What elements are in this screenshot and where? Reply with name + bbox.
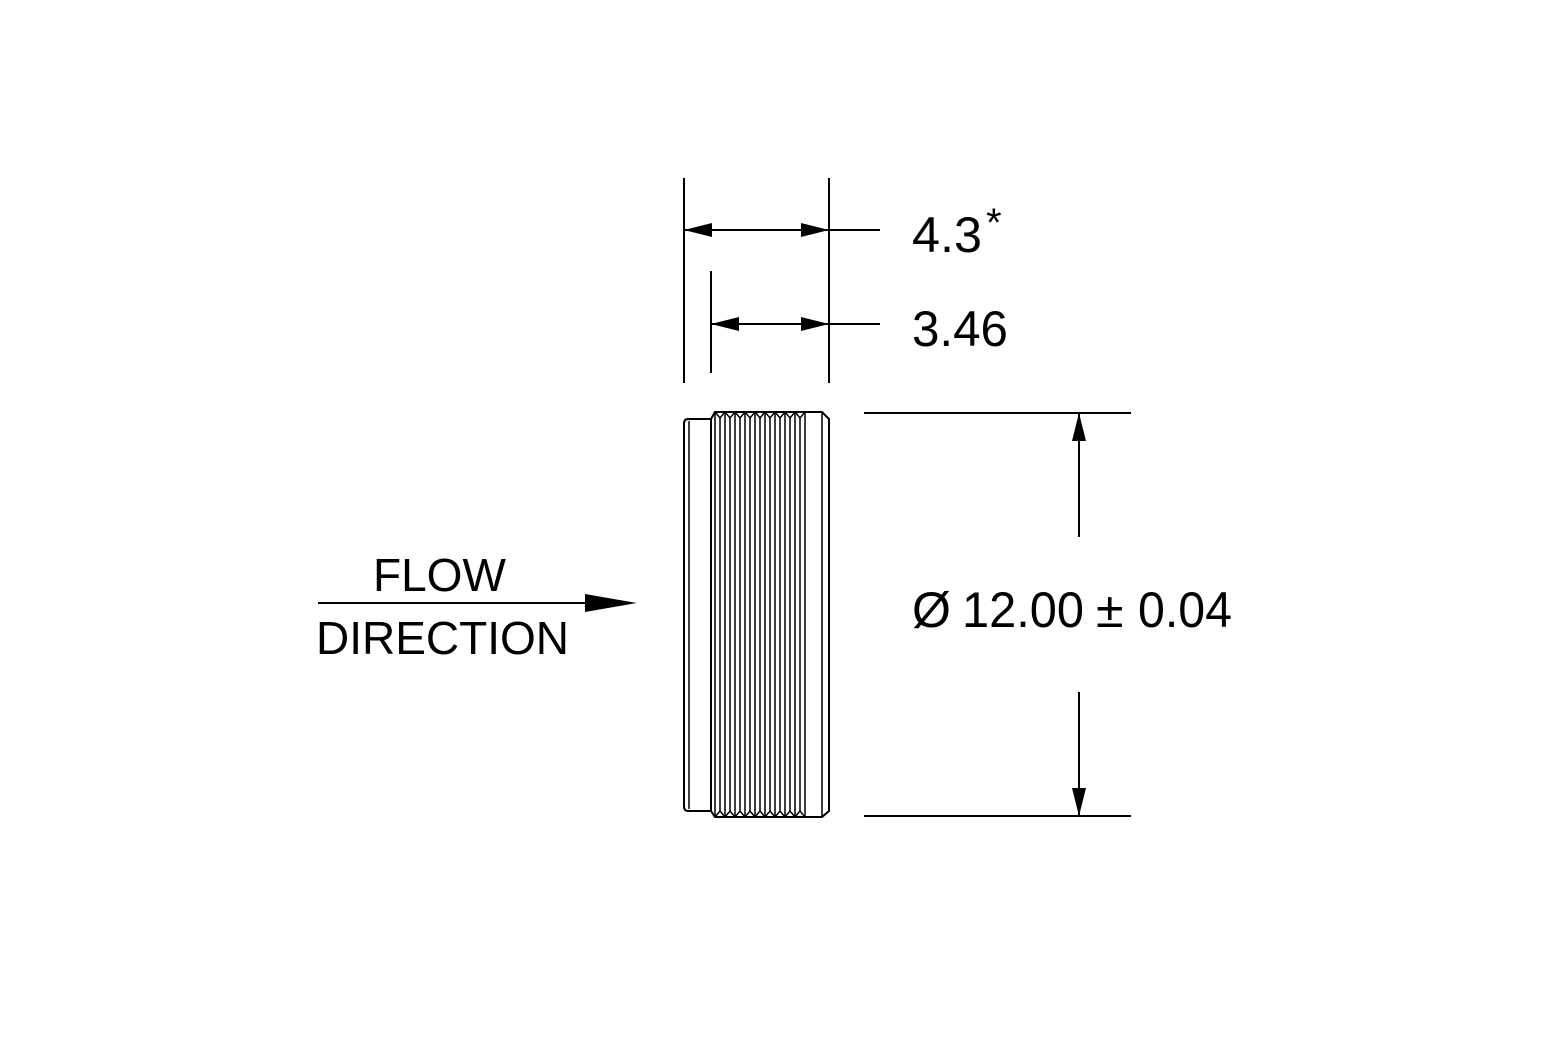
diameter-value: 12.00	[962, 582, 1084, 638]
dimension-overall-length: 4.3 *	[684, 201, 1002, 263]
flow-label-line1: FLOW	[373, 549, 506, 601]
part-lip	[683, 418, 711, 812]
tolerance-value: 0.04	[1138, 582, 1232, 638]
arrowhead-right	[801, 317, 829, 331]
part-thread-section	[710, 411, 830, 818]
part-body	[683, 410, 830, 819]
arrowhead-left	[684, 223, 712, 237]
thread-lines	[719, 412, 806, 817]
dimension-label-thread: 3.46	[912, 301, 1008, 357]
extension-lines-top	[683, 178, 830, 383]
flow-label-line2: DIRECTION	[316, 612, 569, 664]
arrowhead-down	[1072, 788, 1086, 816]
tolerance-symbol: ±	[1096, 582, 1123, 638]
dimension-asterisk-mark: *	[986, 201, 1002, 245]
flow-arrowhead	[585, 594, 637, 612]
dimension-thread-length: 3.46	[711, 301, 1008, 357]
arrowhead-up	[1072, 413, 1086, 441]
arrowhead-right	[801, 223, 829, 237]
flow-direction-indicator: FLOW DIRECTION	[316, 549, 637, 664]
arrowhead-left	[711, 317, 739, 331]
dimension-label-overall: 4.3	[912, 207, 982, 263]
diameter-symbol: Ø	[912, 582, 951, 638]
dimension-diameter: Ø 12.00 ± 0.04	[864, 412, 1232, 817]
